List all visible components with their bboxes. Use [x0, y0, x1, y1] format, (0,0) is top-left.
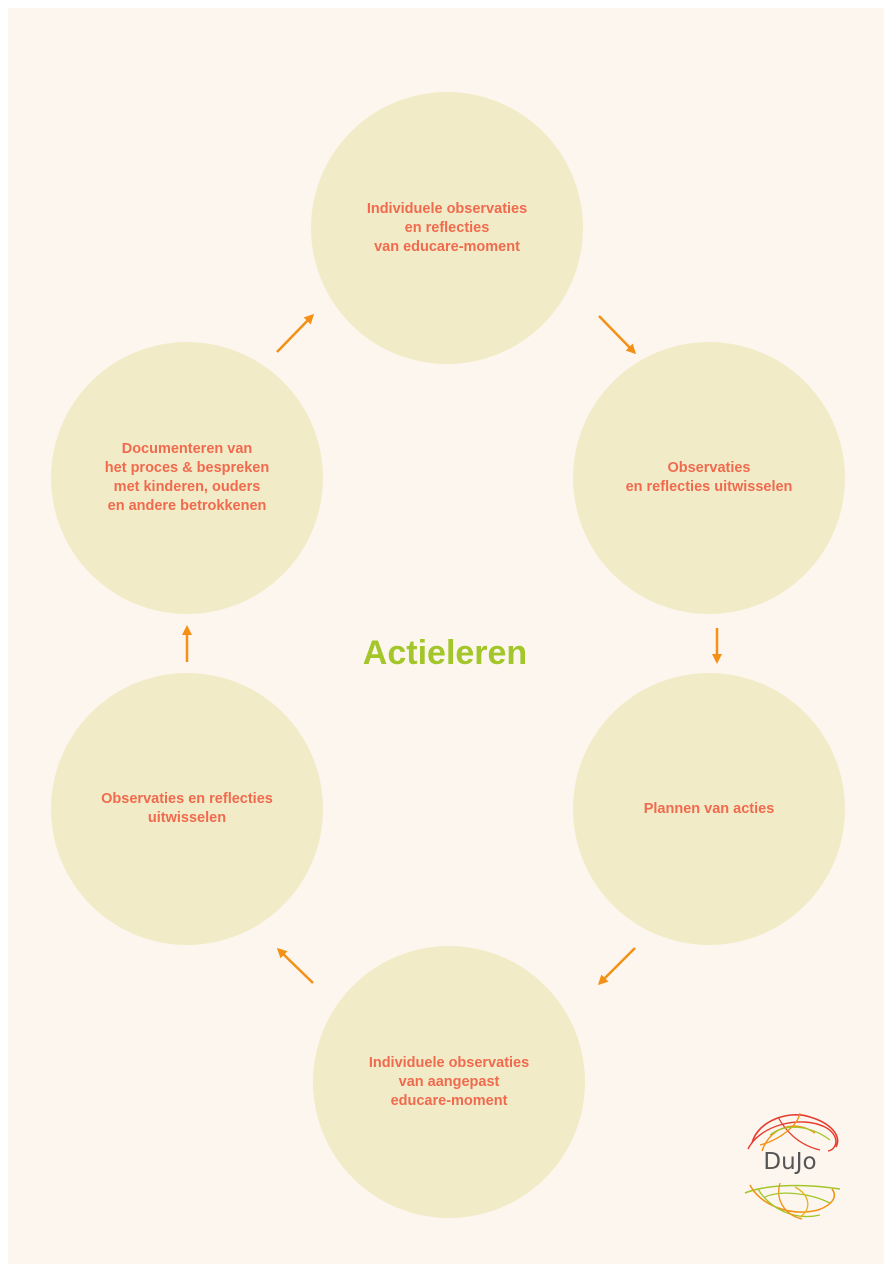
step-circle-1: Individuele observaties en reflecties va… [311, 92, 583, 364]
step-label-1: Individuele observaties en reflecties va… [366, 200, 528, 255]
step-circle-5: Observaties en reflecties uitwisselen [51, 673, 323, 945]
step-label-3: Plannen van acties [643, 800, 775, 817]
step-label-4: Individuele observaties van aangepast ed… [368, 1054, 530, 1109]
diagram-title: Actieleren [362, 634, 528, 672]
arrow-1-to-2 [598, 315, 637, 355]
logo-scribble-icon [744, 1112, 841, 1220]
step-circle-6: Documenteren van het proces & bespreken … [51, 342, 323, 614]
arrow-4-to-5 [276, 947, 314, 984]
step-label-2: Observaties en reflecties uitwisselen [625, 460, 793, 495]
step-circle-3: Plannen van acties [573, 673, 845, 945]
dujo-logo: DuJo [740, 1105, 850, 1225]
step-circle-4: Individuele observaties van aangepast ed… [313, 946, 585, 1218]
step-circle-2: Observaties en reflecties uitwisselen [573, 342, 845, 614]
arrow-6-to-1 [276, 313, 315, 353]
arrow-3-to-4 [597, 947, 636, 986]
step-label-6: Documenteren van het proces & bespreken … [104, 441, 270, 514]
logo-text: DuJo [763, 1149, 817, 1175]
step-label-5: Observaties en reflecties uitwisselen [101, 791, 273, 826]
